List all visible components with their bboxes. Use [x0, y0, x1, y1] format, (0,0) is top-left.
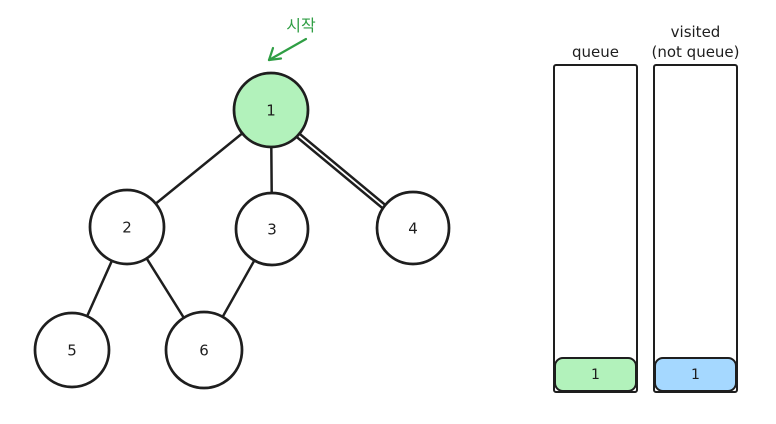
queue-container: 1: [553, 64, 638, 393]
node-6-label: 6: [199, 342, 209, 360]
visited-label-line-1: visited: [670, 22, 721, 41]
node-4-label: 4: [408, 220, 418, 238]
queue-item-1: 1: [554, 357, 637, 392]
node-5-circle: [33, 311, 111, 389]
graph-canvas: 시작 1 2 3 4: [33, 16, 451, 390]
graph-node-5: 5: [33, 311, 111, 389]
graph-node-3: 3: [234, 191, 310, 267]
node-1-circle: [232, 71, 310, 149]
visited-panel: visited (not queue) 1: [651, 0, 740, 393]
graph-node-4: 4: [375, 190, 451, 266]
queue-panel: queue 1: [553, 0, 638, 393]
graph-node-1: 1: [232, 71, 310, 149]
node-1-label: 1: [266, 102, 276, 120]
queue-label-text: queue: [572, 42, 619, 61]
node-5-label: 5: [67, 342, 77, 360]
start-annotation-label: 시작: [286, 16, 316, 35]
node-4-circle: [375, 190, 451, 266]
node-3-circle: [234, 191, 310, 267]
node-3-label: 3: [267, 221, 277, 239]
queue-panel-label: queue: [553, 0, 638, 62]
visited-container: 1: [653, 64, 738, 393]
visited-item-1: 1: [654, 357, 737, 392]
graph-node-2: 2: [88, 188, 166, 266]
node-2-circle: [88, 188, 166, 266]
visited-label-line-2: (not queue): [651, 42, 740, 61]
node-6-circle: [164, 310, 244, 390]
start-arrow-icon: [267, 37, 308, 62]
graph-node-6: 6: [164, 310, 244, 390]
node-2-label: 2: [122, 219, 132, 237]
visited-panel-label: visited (not queue): [651, 0, 740, 62]
